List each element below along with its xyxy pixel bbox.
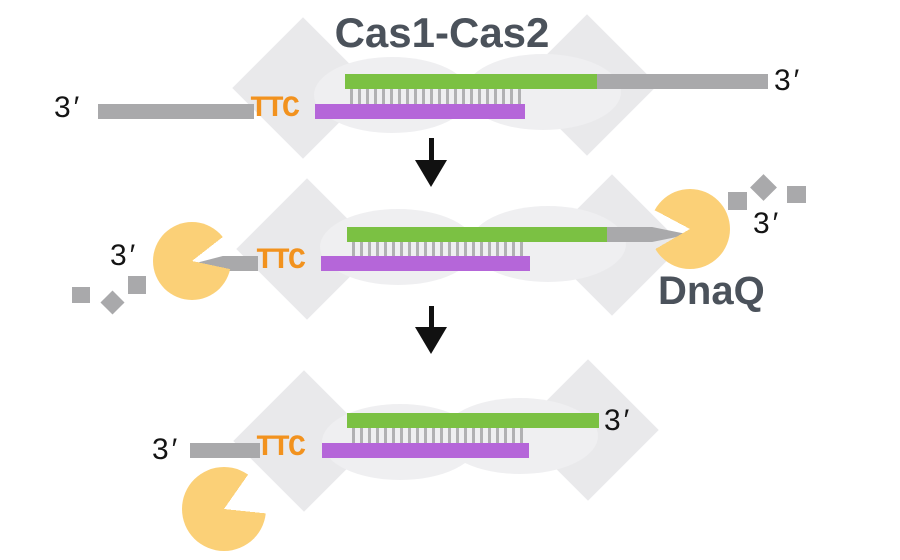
three-prime-label: 3′ bbox=[774, 64, 803, 97]
nucleotide-debris bbox=[728, 192, 747, 210]
top-strand-green bbox=[347, 413, 599, 428]
bottom-strand-3prime-overhang bbox=[98, 104, 254, 119]
nucleotide-debris bbox=[128, 276, 146, 294]
nucleotide-debris bbox=[72, 287, 90, 303]
three-prime-label: 3′ bbox=[110, 239, 139, 272]
arrow-stem bbox=[429, 138, 434, 164]
enzyme-label: DnaQ bbox=[658, 269, 765, 313]
bottom-strand-purple bbox=[315, 104, 525, 119]
dnaq-exonuclease-pacman-icon bbox=[153, 222, 231, 300]
top-strand-green bbox=[347, 227, 607, 242]
bottom-strand-trimmed-overhang bbox=[190, 443, 260, 458]
complex-title: Cas1-Cas2 bbox=[334, 9, 550, 56]
dnaq-exonuclease-pacman-icon bbox=[182, 467, 266, 551]
arrow-stem bbox=[429, 306, 434, 331]
dnaq-exonuclease-pacman-icon bbox=[650, 189, 730, 269]
pam-label: TTC bbox=[256, 431, 306, 465]
base-pairing-hatch bbox=[350, 89, 524, 104]
three-prime-label: 3′ bbox=[604, 404, 633, 437]
nucleotide-debris bbox=[750, 174, 777, 201]
top-strand-green bbox=[345, 74, 597, 89]
bottom-strand-purple bbox=[322, 443, 529, 458]
pam-label: TTC bbox=[250, 92, 300, 126]
three-prime-label: 3′ bbox=[753, 207, 782, 240]
three-prime-label: 3′ bbox=[54, 91, 83, 124]
arrow-head bbox=[415, 160, 447, 187]
nucleotide-debris bbox=[100, 290, 125, 315]
base-pairing-hatch bbox=[352, 242, 527, 257]
pam-label: TTC bbox=[256, 244, 306, 278]
arrow-head bbox=[415, 327, 447, 354]
three-prime-label: 3′ bbox=[152, 433, 181, 466]
bottom-strand-purple bbox=[321, 256, 530, 271]
top-strand-3prime-overhang bbox=[597, 74, 768, 89]
nucleotide-debris bbox=[787, 186, 806, 203]
base-pairing-hatch bbox=[352, 428, 525, 443]
